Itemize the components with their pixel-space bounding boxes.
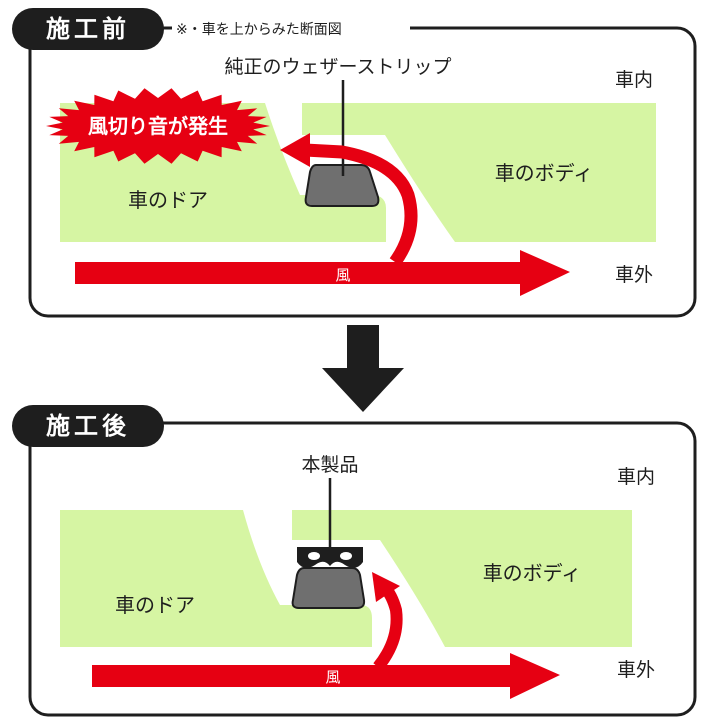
before-body-shape [302,103,656,242]
after-label-door: 車のドア [115,593,195,617]
after-door-shape [60,510,372,647]
before-tab-label: 施工前 [46,15,130,43]
after-label-car-outside: 車外 [617,659,655,681]
before-tab [12,8,164,50]
before-label-body: 車のボディ [495,161,594,185]
before-weatherstrip [304,164,380,207]
after-product-cap-hole-right [340,552,352,560]
before-label-car-outside: 車外 [615,264,653,286]
after-body-shape [292,510,632,647]
after-curved-arrowhead [372,572,400,602]
before-burst-shape [46,88,270,164]
after-product-cap-hole-left [308,552,320,560]
before-label-wind: 風 [335,266,350,284]
before-label-car-inside: 車内 [615,69,653,91]
before-wind-arrow [75,250,570,296]
after-callout-label: 本製品 [301,454,358,476]
after-label-wind: 風 [325,668,340,686]
after-tab-label: 施工後 [46,412,130,440]
before-panel [28,26,697,318]
before-note: ※・車を上からみた断面図 [176,21,342,38]
after-label-car-inside: 車内 [617,466,655,488]
down-arrow [322,325,404,412]
before-curved-arrow [304,143,418,266]
after-label-body: 車のボディ [483,561,582,585]
after-tab [12,405,164,447]
before-burst-label: 風切り音が発生 [88,114,228,138]
after-product-seal [291,567,366,609]
after-wind-arrow [92,653,560,699]
before-label-door: 車のドア [128,188,208,212]
after-panel [28,421,697,717]
before-curved-arrowhead [280,133,310,167]
before-callout-label: 純正のウェザーストリップ [224,56,451,78]
before-note-bg [172,17,410,39]
